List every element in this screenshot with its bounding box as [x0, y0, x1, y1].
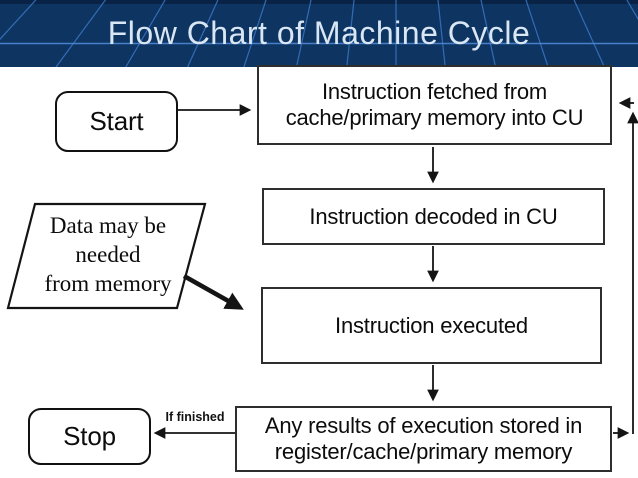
- slide-title: Flow Chart of Machine Cycle: [107, 15, 531, 51]
- node-results-stored: Any results of execution stored in regis…: [235, 406, 612, 472]
- data-note-line: Data may be: [49, 213, 167, 239]
- edge-label-if-finished: If finished: [165, 410, 225, 424]
- slide-header: Flow Chart of Machine Cycle: [0, 0, 638, 67]
- arrow-note-to-execute: [182, 273, 244, 310]
- node-instruction-fetched: Instruction fetched from cache/primary m…: [257, 65, 612, 145]
- data-note-parallelogram: [6, 202, 207, 310]
- node-start: Start: [55, 91, 178, 152]
- data-note-line: from memory: [44, 270, 172, 296]
- node-stop: Stop: [28, 408, 151, 465]
- node-instruction-executed: Instruction executed: [261, 287, 602, 364]
- data-note-label: Data may be needed from memory: [18, 206, 198, 305]
- data-note-line: needed: [75, 242, 141, 268]
- node-instruction-decoded: Instruction decoded in CU: [262, 188, 605, 245]
- globe-grid-decoration: [0, 0, 638, 67]
